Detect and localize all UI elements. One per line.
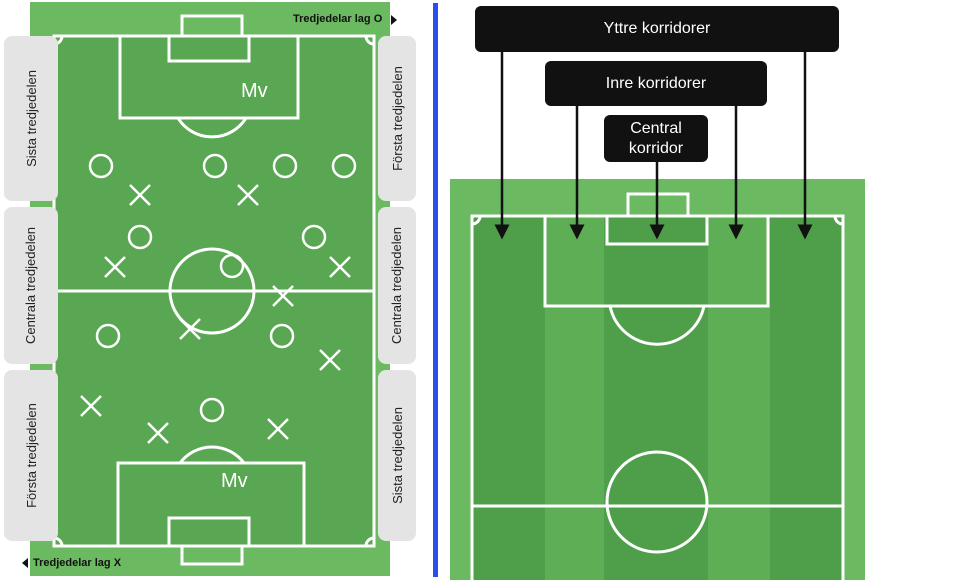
player-o: [219, 253, 245, 279]
right-pitch: [450, 179, 865, 580]
player-x: [329, 256, 351, 278]
player-x: [80, 395, 102, 417]
player-x: [104, 256, 126, 278]
player-x: [147, 422, 169, 444]
third-label-left-3: Första tredjedelen: [4, 370, 58, 541]
callout-central-corridor: Central korridor: [604, 115, 708, 162]
callout-inner-corridors: Inre korridorer: [545, 61, 767, 106]
player-o: [199, 397, 225, 423]
player-o: [95, 323, 121, 349]
player-x: [129, 184, 151, 206]
player-o: [88, 153, 114, 179]
corner-arc: [833, 215, 844, 226]
third-label-right-2: Centrala tredjedelen: [378, 207, 416, 364]
team-o-thirds-label: Tredjedelar lag O: [293, 13, 383, 25]
corridor-inner-left: [545, 216, 604, 580]
player-o: [331, 153, 357, 179]
team-o-players: [88, 153, 357, 423]
third-label-right-3: Sista tredjedelen: [378, 370, 416, 541]
corridor-outer-left: [472, 216, 545, 580]
player-x: [179, 318, 201, 340]
corridor-central: [604, 216, 708, 580]
player-o: [202, 153, 228, 179]
corridor-inner-right: [708, 216, 770, 580]
centre-circle: [168, 247, 256, 335]
penalty-arc: [608, 305, 706, 346]
centre-circle: [605, 450, 709, 554]
top-penalty-arc: [176, 117, 248, 139]
player-o: [269, 323, 295, 349]
callout-outer-corridors: Yttre korridorer: [475, 6, 839, 52]
goalkeeper-label-top: Mv: [241, 80, 268, 102]
third-label-right-1: Första tredjedelen: [378, 36, 416, 201]
corridor-outer-right: [770, 216, 843, 580]
top-goal: [180, 14, 244, 38]
team-x-thirds-label: Tredjedelar lag X: [33, 557, 122, 569]
player-x: [237, 184, 259, 206]
corner-arc: [471, 215, 482, 226]
team-x-arrow-icon: [22, 558, 28, 568]
team-o-arrow-icon: [391, 15, 397, 25]
corridor-stripes: [472, 216, 843, 580]
goalkeeper-label-bottom: Mv: [221, 470, 248, 492]
player-x: [267, 418, 289, 440]
divider-line: [433, 3, 438, 577]
corner-arc: [364, 536, 375, 547]
third-label-left-1: Sista tredjedelen: [4, 36, 58, 201]
player-o: [301, 224, 327, 250]
corner-arc: [364, 35, 375, 46]
left-pitch: Mv Mv: [22, 2, 397, 576]
player-o: [272, 153, 298, 179]
player-x: [319, 349, 341, 371]
bottom-goal: [180, 544, 244, 566]
player-o: [127, 224, 153, 250]
player-x: [272, 285, 294, 307]
team-x-players: [80, 184, 351, 444]
third-label-left-2: Centrala tredjedelen: [4, 207, 58, 364]
bottom-penalty-arc: [178, 445, 246, 464]
